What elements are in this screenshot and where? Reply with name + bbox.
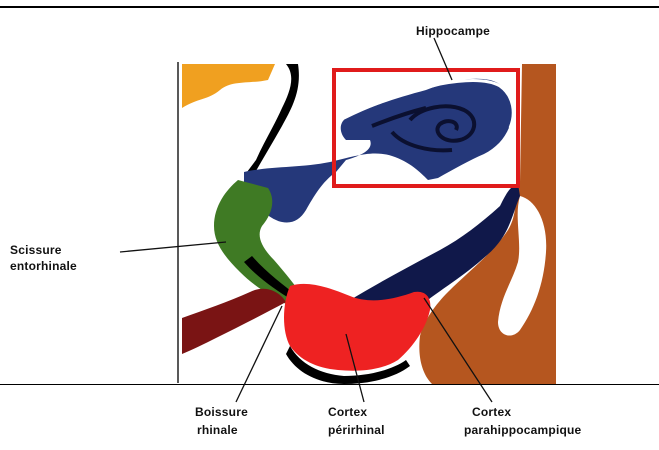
label-cortex-perirhinal-line1: Cortex bbox=[328, 405, 367, 420]
hippocampus-region bbox=[244, 79, 512, 223]
label-boissure-line1: Boissure bbox=[195, 405, 248, 420]
leader-hippocampe bbox=[434, 38, 452, 80]
label-cortex-para-line2: parahippocampique bbox=[464, 423, 581, 438]
label-scissure-line1: Scissure bbox=[10, 243, 62, 258]
label-hippocampe: Hippocampe bbox=[416, 24, 490, 39]
label-cortex-para-line1: Cortex bbox=[472, 405, 511, 420]
label-scissure-line2: entorhinale bbox=[10, 259, 77, 274]
leader-scissure bbox=[120, 242, 226, 252]
bottom-rule bbox=[0, 384, 659, 385]
label-cortex-perirhinal-line2: périrhinal bbox=[328, 423, 385, 438]
orange-region bbox=[182, 64, 275, 108]
dark-red-band bbox=[182, 289, 286, 354]
label-boissure-line2: rhinale bbox=[197, 423, 238, 438]
